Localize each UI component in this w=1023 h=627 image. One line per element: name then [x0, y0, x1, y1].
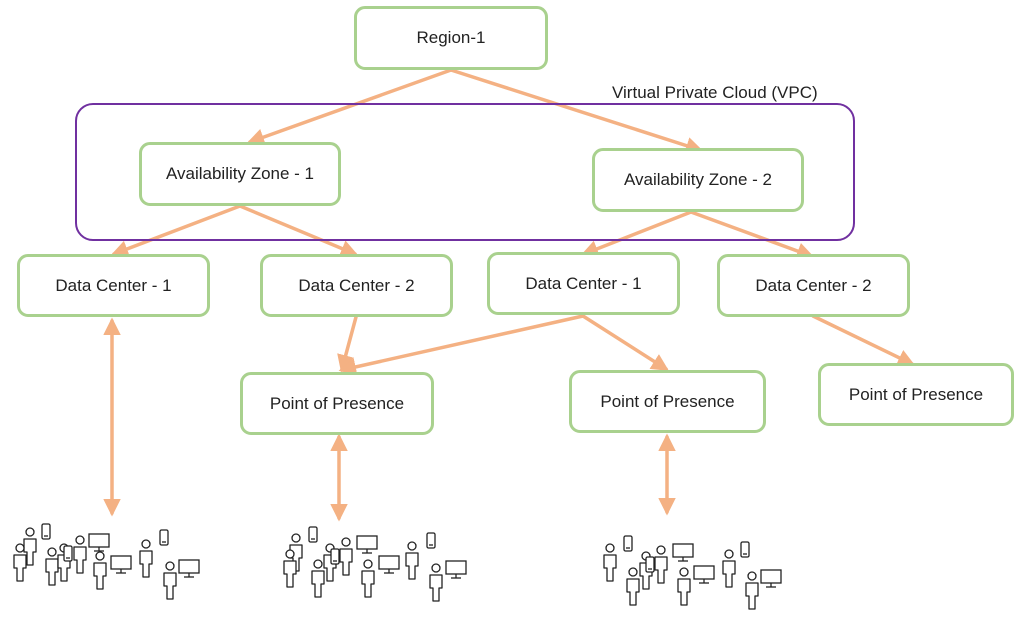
- person-icon: [339, 537, 353, 576]
- person-icon: [745, 571, 759, 610]
- person-icon: [361, 559, 375, 598]
- edge-region-az2: [449, 68, 704, 155]
- edge-dcb1-pop2: [581, 314, 669, 371]
- person-icon: [283, 549, 297, 588]
- edge-dcb2-pop3: [811, 314, 916, 366]
- edge-az2-dcb2: [689, 210, 815, 260]
- smartphone-icon: [426, 532, 436, 549]
- smartphone-icon: [740, 541, 750, 558]
- smartphone-icon: [41, 523, 51, 540]
- smartphone-icon: [623, 535, 633, 552]
- user-group: [13, 523, 200, 600]
- smartphone-icon: [308, 526, 318, 543]
- person-icon: [603, 543, 617, 582]
- monitor-icon: [378, 555, 400, 574]
- person-icon: [626, 567, 640, 606]
- availability-zone-2-node: Availability Zone - 2: [592, 148, 804, 212]
- smartphone-icon: [63, 545, 73, 562]
- edge-region-az1: [246, 68, 453, 146]
- point-of-presence-node: Point of Presence: [818, 363, 1014, 426]
- monitor-icon: [178, 559, 200, 578]
- point-of-presence-node: Point of Presence: [569, 370, 766, 433]
- person-icon: [45, 547, 59, 586]
- person-icon: [23, 527, 37, 566]
- person-icon: [405, 541, 419, 580]
- smartphone-icon: [159, 529, 169, 546]
- data-center-2-node: Data Center - 2: [717, 254, 910, 317]
- smartphone-icon: [330, 548, 340, 565]
- monitor-icon: [672, 543, 694, 562]
- edge-az1-dca2: [238, 204, 359, 257]
- vpc-label: Virtual Private Cloud (VPC): [612, 83, 818, 102]
- point-of-presence-node: Point of Presence: [240, 372, 434, 435]
- monitor-icon: [445, 560, 467, 579]
- edge-az1-dca1: [110, 204, 242, 258]
- user-group: [603, 535, 782, 610]
- person-icon: [677, 567, 691, 606]
- person-icon: [73, 535, 87, 574]
- monitor-icon: [88, 533, 110, 552]
- person-icon: [163, 561, 177, 600]
- data-center-2-node: Data Center - 2: [260, 254, 453, 317]
- person-icon: [429, 563, 443, 602]
- data-center-1-node: Data Center - 1: [487, 252, 680, 315]
- person-icon: [654, 545, 668, 584]
- user-group: [283, 526, 467, 602]
- availability-zone-1-node: Availability Zone - 1: [139, 142, 341, 206]
- monitor-icon: [760, 569, 782, 588]
- person-icon: [13, 543, 27, 582]
- monitor-icon: [110, 555, 132, 574]
- person-icon: [311, 559, 325, 598]
- region-node: Region-1: [354, 6, 548, 70]
- smartphone-icon: [645, 556, 655, 573]
- person-icon: [139, 539, 153, 578]
- monitor-icon: [693, 565, 715, 584]
- data-center-1-node: Data Center - 1: [17, 254, 210, 317]
- person-icon: [722, 549, 736, 588]
- vpc-boundary: [75, 103, 855, 241]
- person-icon: [93, 551, 107, 590]
- edge-dcb1-pop1: [338, 314, 585, 376]
- monitor-icon: [356, 535, 378, 554]
- edge-az2-dcb1: [580, 210, 693, 258]
